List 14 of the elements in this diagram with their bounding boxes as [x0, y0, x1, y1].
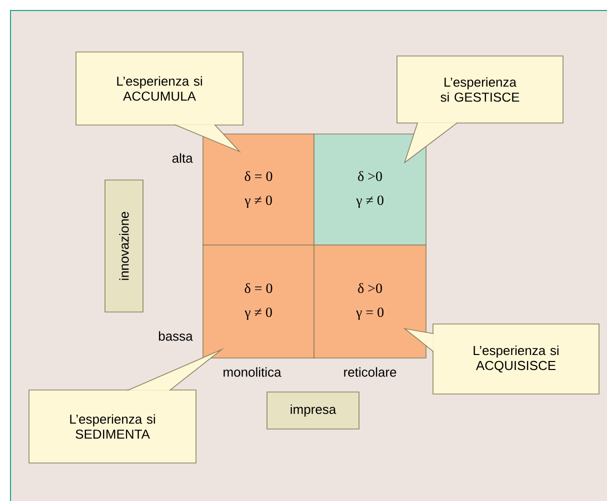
- axis-label: reticolare: [344, 367, 396, 377]
- axis-label: monolitica: [224, 367, 282, 377]
- matrix-cell: δ = 0 γ ≠ 0: [202, 134, 314, 246]
- callout-box: L’esperienza si ACQUISISCE: [403, 324, 600, 394]
- callout-box: L’esperienza si ACCUMULA: [76, 52, 244, 153]
- matrix-cell: δ >0 γ = 0: [314, 244, 426, 358]
- callout-box: L’esperienza si GESTISCE: [396, 56, 564, 164]
- axis-label: alta: [172, 153, 193, 163]
- axis-title-box: impresa: [266, 392, 360, 430]
- axis-title-box: innovazione: [104, 180, 144, 312]
- axis-label: bassa: [158, 331, 193, 341]
- callout-box: L’esperienza si SEDIMENTA: [28, 348, 224, 464]
- matrix-cell: δ = 0 γ ≠ 0: [202, 244, 314, 358]
- matrix-cell: δ >0 γ ≠ 0: [314, 134, 426, 246]
